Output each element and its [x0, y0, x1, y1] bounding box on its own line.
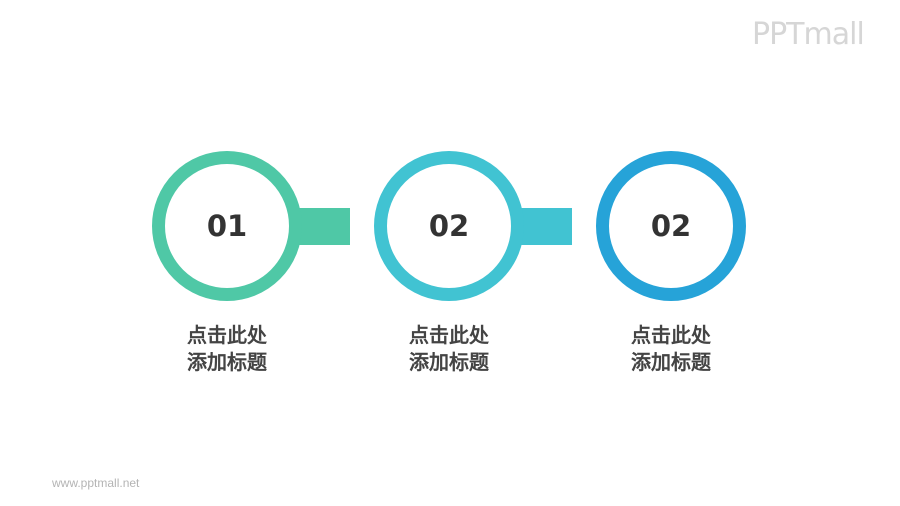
pptmall-logo: PPTmall [752, 17, 865, 52]
step-3-title-line2: 添加标题 [631, 350, 711, 374]
step-1-title-line2: 添加标题 [187, 350, 267, 374]
step-2-circle: 02 [374, 151, 524, 301]
step-2-title-line2: 添加标题 [409, 350, 489, 374]
step-1-circle: 01 [152, 151, 302, 301]
step-1-label: 点击此处 添加标题 [152, 322, 302, 376]
step-3-number: 02 [650, 209, 692, 243]
step-1-number: 01 [206, 209, 248, 243]
step-3-circle: 02 [596, 151, 746, 301]
step-3-label: 点击此处 添加标题 [596, 322, 746, 376]
step-2-title-line1: 点击此处 [409, 323, 489, 347]
step-2-label: 点击此处 添加标题 [374, 322, 524, 376]
step-2-number: 02 [428, 209, 470, 243]
footer-url: www.pptmall.net [52, 476, 140, 490]
step-1-title-line1: 点击此处 [187, 323, 267, 347]
step-3-title-line1: 点击此处 [631, 323, 711, 347]
